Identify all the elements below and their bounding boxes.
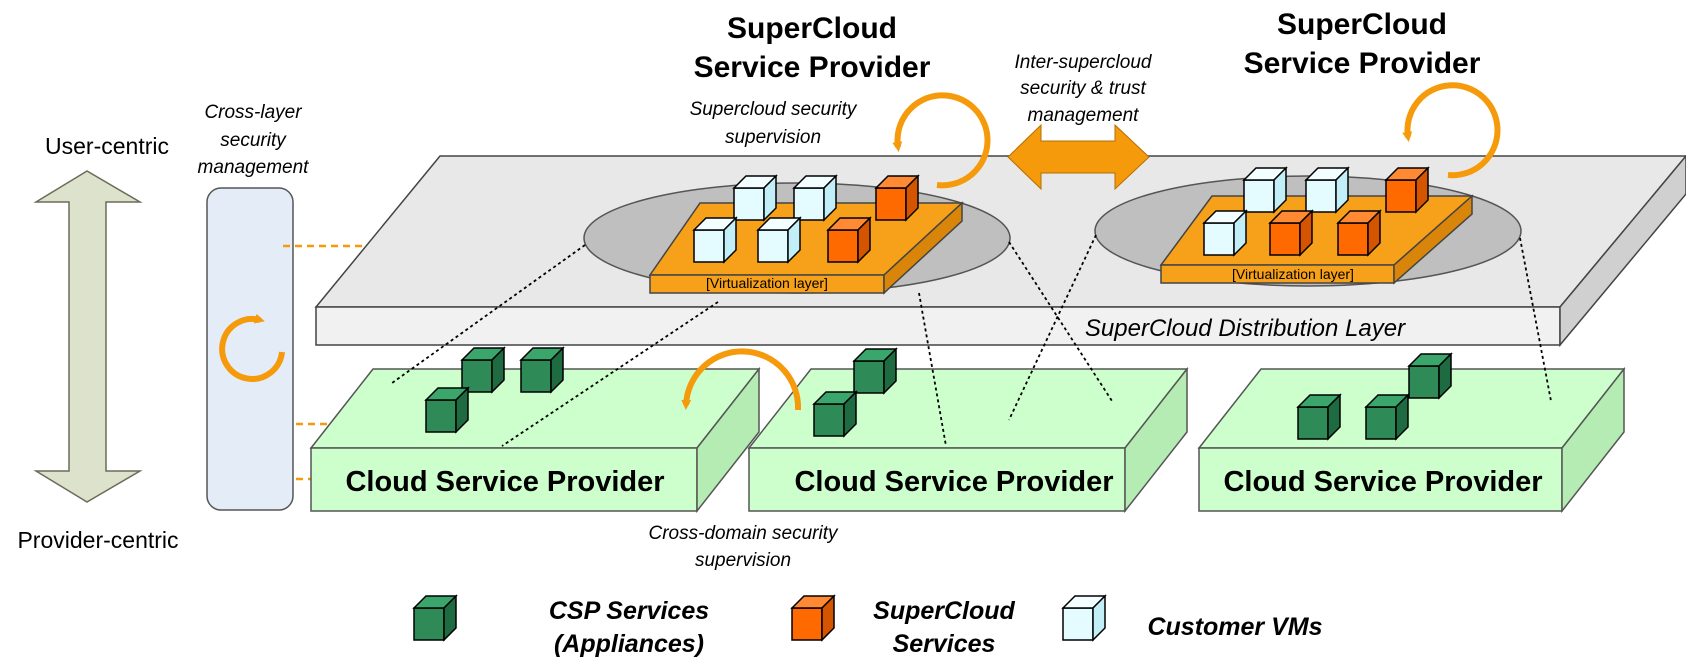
legend-supercloud-label-line1: SuperCloud	[873, 597, 1015, 625]
cross-layer-label-line3: management	[198, 157, 310, 178]
cross-layer-label-line2: security	[220, 130, 287, 151]
cross-layer-management-panel	[206, 187, 294, 511]
customer-vm-cube	[733, 175, 777, 221]
legend-csp-label-line1: CSP Services	[549, 597, 709, 625]
virtualization-layer-label-2: [Virtualization layer]	[1232, 266, 1354, 282]
virtualization-platform-1	[648, 201, 964, 295]
csp-service-cube	[1297, 394, 1341, 440]
supercloud-provider-2-title-line2: Service Provider	[1244, 47, 1481, 80]
provider-centric-label: Provider-centric	[17, 527, 178, 553]
customer-vm-cube	[1203, 210, 1247, 256]
cross-domain-supervision-cycle-arrow-icon	[681, 348, 802, 411]
csp-service-cube	[813, 391, 857, 437]
supercloud-service-cube	[875, 175, 919, 221]
supercloud-provider-1-title-line1: SuperCloud	[727, 12, 897, 45]
customer-vm-cube	[693, 217, 737, 263]
supercloud-supervision-cycle-arrow-icon	[1402, 82, 1501, 179]
legend-supercloud-label-line2: Services	[893, 630, 996, 658]
csp-service-cube	[853, 348, 897, 394]
customer-vm-cube	[793, 175, 837, 221]
supercloud-provider-2-title-line1: SuperCloud	[1277, 8, 1447, 41]
user-provider-axis-arrow	[33, 170, 143, 503]
legend-customer-vms-label: Customer VMs	[1147, 613, 1322, 641]
customer-vm-cube	[757, 217, 801, 263]
inter-supercloud-double-arrow-icon	[1007, 123, 1150, 191]
cloud-service-provider-label-1: Cloud Service Provider	[345, 466, 664, 498]
supercloud-supervision-label-line1: Supercloud security	[690, 99, 858, 120]
customer-vm-cube	[1243, 167, 1287, 213]
csp-service-cube	[520, 347, 564, 393]
supercloud-supervision-label-line2: supervision	[725, 127, 821, 148]
cross-layer-label-line1: Cross-layer	[204, 102, 302, 123]
supercloud-provider-1-title-line2: Service Provider	[694, 51, 931, 84]
customer-vm-cube	[1305, 167, 1349, 213]
distribution-layer-label: SuperCloud Distribution Layer	[1085, 315, 1406, 342]
user-centric-label: User-centric	[45, 133, 169, 159]
supercloud-service-cube	[1385, 167, 1429, 213]
virtualization-layer-label-1: [Virtualization layer]	[706, 275, 828, 291]
inter-supercloud-label-line1: Inter-supercloud	[1015, 52, 1153, 73]
cyan-cube-icon	[1062, 595, 1106, 641]
cloud-service-provider-box-1	[309, 366, 761, 514]
legend-csp-label-line2: (Appliances)	[554, 630, 704, 658]
cross-domain-label-line1: Cross-domain security	[649, 523, 839, 544]
cloud-service-provider-label-3: Cloud Service Provider	[1223, 466, 1542, 498]
csp-service-cube	[1365, 394, 1409, 440]
inter-supercloud-label-line2: security & trust	[1020, 78, 1146, 99]
cloud-service-provider-label-2: Cloud Service Provider	[794, 466, 1113, 498]
supercloud-service-cube	[1337, 210, 1381, 256]
cross-layer-cycle-arrow-icon	[219, 313, 285, 382]
csp-service-cube	[425, 387, 469, 433]
inter-supercloud-label-line3: management	[1028, 105, 1140, 126]
csp-service-cube	[461, 347, 505, 393]
green-cube-icon	[413, 595, 457, 641]
supercloud-to-csp-dotted-connectors	[391, 234, 1552, 447]
legend: CSP Services (Appliances) SuperCloud Ser…	[413, 595, 1323, 658]
cross-domain-label-line2: supervision	[695, 550, 791, 571]
csp-service-cube	[1408, 353, 1452, 399]
supercloud-supervision-cycle-arrow-icon	[892, 92, 991, 189]
cloud-service-provider-box-3	[1197, 366, 1626, 514]
orange-cube-icon	[791, 595, 835, 641]
supercloud-service-cube	[827, 217, 871, 263]
supercloud-service-cube	[1269, 210, 1313, 256]
